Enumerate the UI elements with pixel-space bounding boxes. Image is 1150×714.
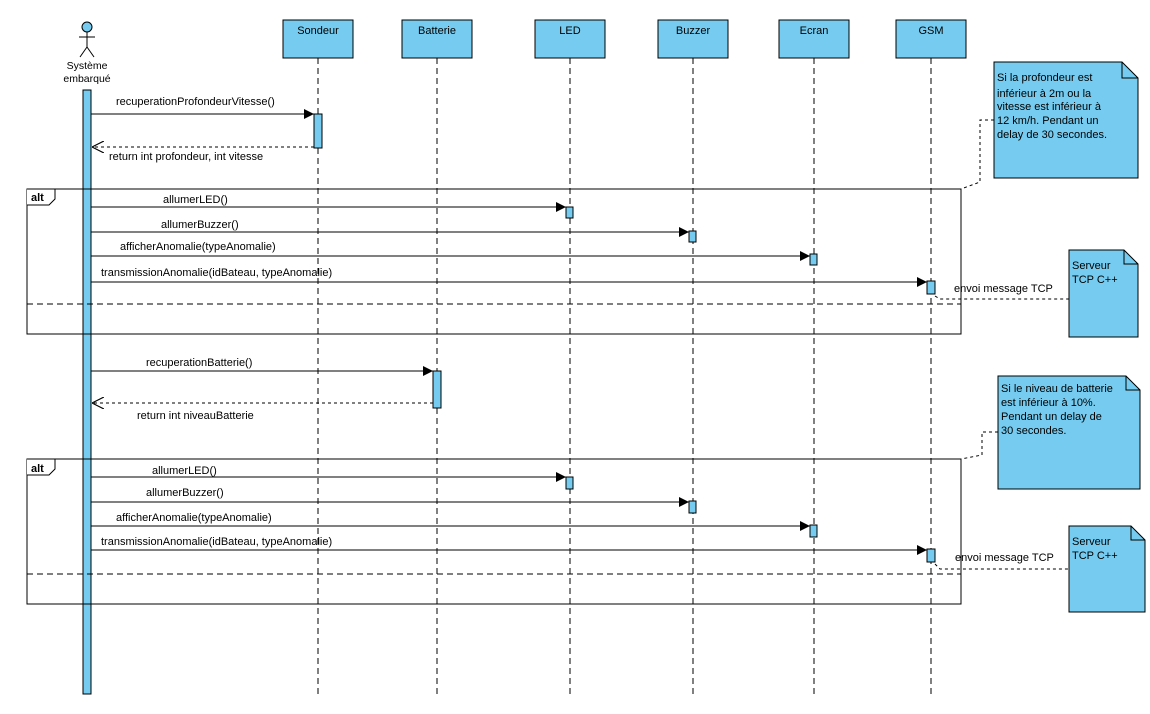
alt-fragment-2-frame [26, 458, 962, 605]
lifeline-gsm-box [895, 19, 967, 59]
message-allumer-buzzer-2: allumerBuzzer() [91, 487, 689, 507]
message-label: return int profondeur, int vitesse [109, 151, 263, 163]
message-recuperation-batterie: recuperationBatterie() [91, 357, 433, 376]
activation-led-2 [565, 476, 574, 490]
lifeline-sondeur-box [282, 19, 354, 59]
message-transmission-anomalie-1: transmissionAnomalie(idBateau, typeAnoma… [91, 267, 927, 287]
lifeline-batterie: Batterie [401, 19, 473, 694]
alt-fragment-1-frame [26, 188, 962, 335]
note-condition-batterie: Si le niveau de batterie est inférieur à… [960, 375, 1141, 490]
message-afficher-anomalie-1: afficherAnomalie(typeAnomalie) [91, 241, 810, 261]
message-label: recuperationProfondeurVitesse() [116, 96, 275, 108]
note-text-line: TCP C++ [1072, 550, 1118, 562]
alt-fragment-1-tab [27, 188, 56, 206]
lifeline-batterie-label: Batterie [418, 25, 456, 37]
activation-gsm-2 [926, 548, 936, 563]
note-connector [960, 119, 994, 190]
note-serveur-tcp-1: Serveur TCP C++ [1068, 249, 1139, 338]
message-afficher-anomalie-2: afficherAnomalie(typeAnomalie) [91, 512, 810, 531]
message-allumer-led-1: allumerLED() [91, 194, 566, 212]
actor-name-line1: Système [67, 60, 108, 72]
message-label: allumerBuzzer() [146, 487, 224, 499]
lifeline-gsm-label: GSM [918, 25, 943, 37]
activation-batterie [432, 370, 442, 409]
lifeline-led-box [534, 19, 606, 59]
note-text-line: 12 km/h. Pendant un [997, 115, 1099, 127]
note-text-line: Si le niveau de batterie [1001, 383, 1113, 395]
tcp-link-label: envoi message TCP [955, 552, 1054, 564]
actor-activation-bar [82, 89, 92, 695]
alt-fragment-1-operator: alt [31, 192, 44, 204]
activation-led-1 [565, 206, 574, 219]
tcp-link-1: envoi message TCP [934, 283, 1069, 300]
lifeline-led-label: LED [559, 25, 580, 37]
message-allumer-led-2: allumerLED() [91, 465, 566, 482]
actor-name-line2: embarqué [63, 73, 110, 85]
activation-buzzer-2 [688, 500, 697, 514]
lifeline-ecran-label: Ecran [800, 25, 829, 37]
note-connector [960, 431, 998, 460]
activation-sondeur [313, 113, 323, 149]
message-label: afficherAnomalie(typeAnomalie) [120, 241, 276, 253]
message-transmission-anomalie-2: transmissionAnomalie(idBateau, typeAnoma… [91, 536, 927, 555]
note-serveur-tcp-2: Serveur TCP C++ [1068, 525, 1146, 613]
message-label: allumerLED() [152, 465, 217, 477]
message-allumer-buzzer-1: allumerBuzzer() [91, 219, 689, 237]
alt-fragment-1: alt [26, 188, 962, 335]
actor-icon [79, 21, 95, 58]
message-return-niveau-batterie: return int niveauBatterie [92, 403, 433, 422]
tcp-link-2: envoi message TCP [934, 552, 1069, 570]
note-condition-profondeur: Si la profondeur est inférieur à 2m ou l… [960, 61, 1139, 190]
message-return-profondeur-vitesse: return int profondeur, int vitesse [92, 147, 314, 163]
actor-systeme-embarque: Système embarqué [63, 21, 111, 695]
message-label: allumerLED() [163, 194, 228, 206]
lifeline-buzzer-label: Buzzer [676, 25, 711, 37]
note-text-line: est inférieur à 10%. [1001, 397, 1096, 409]
note-text-line: Serveur [1072, 536, 1111, 548]
message-label: transmissionAnomalie(idBateau, typeAnoma… [101, 267, 332, 279]
message-label: allumerBuzzer() [161, 219, 239, 231]
activation-gsm-1 [926, 280, 936, 295]
alt-fragment-2-operator: alt [31, 463, 44, 475]
note-text-line: Pendant un delay de [1001, 411, 1102, 423]
activation-ecran-1 [809, 253, 818, 266]
lifeline-sondeur: Sondeur [282, 19, 354, 694]
activation-buzzer-1 [688, 230, 697, 243]
message-label: return int niveauBatterie [137, 410, 254, 422]
lifeline-ecran: Ecran [778, 19, 850, 694]
note-text-line: delay de 30 secondes. [997, 129, 1107, 141]
note-text-line: Serveur [1072, 260, 1111, 272]
lifeline-sondeur-label: Sondeur [297, 25, 339, 37]
alt-fragment-2: alt [26, 458, 962, 605]
message-label: recuperationBatterie() [146, 357, 252, 369]
tcp-link-label: envoi message TCP [954, 283, 1053, 295]
note-text-line: inférieur à 2m ou la [997, 88, 1092, 100]
message-label: afficherAnomalie(typeAnomalie) [116, 512, 272, 524]
lifeline-buzzer: Buzzer [657, 19, 729, 694]
lifeline-ecran-box [778, 19, 850, 59]
lifeline-gsm: GSM [895, 19, 967, 694]
message-label: transmissionAnomalie(idBateau, typeAnoma… [101, 536, 332, 548]
note-text-line: vitesse est inférieur à [997, 101, 1102, 113]
note-text-line: Si la profondeur est [997, 72, 1092, 84]
alt-fragment-2-tab [27, 458, 56, 476]
lifeline-led: LED [534, 19, 606, 694]
lifeline-batterie-box [401, 19, 473, 59]
activation-ecran-2 [809, 524, 818, 538]
message-recuperation-profondeur-vitesse: recuperationProfondeurVitesse() [91, 96, 314, 119]
lifeline-buzzer-box [657, 19, 729, 59]
note-text-line: 30 secondes. [1001, 425, 1066, 437]
note-text-line: TCP C++ [1072, 274, 1118, 286]
